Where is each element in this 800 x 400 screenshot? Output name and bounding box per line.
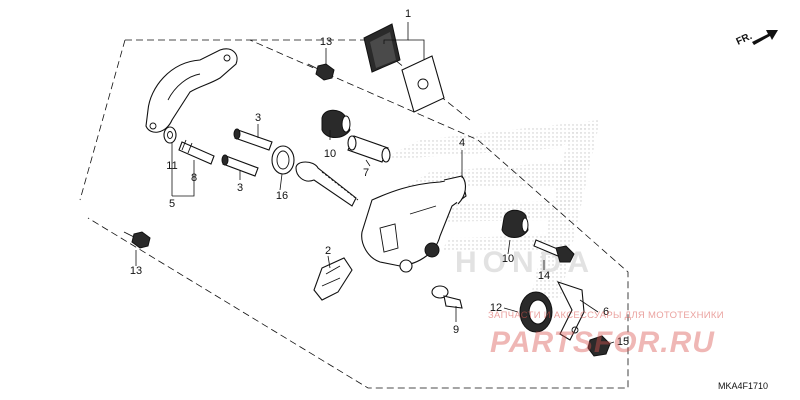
callout-10-right: 10 — [502, 253, 514, 265]
pin-3-upper — [233, 128, 273, 151]
callout-13-bottom: 13 — [130, 265, 142, 277]
roller-12 — [519, 291, 553, 333]
assembly-outline — [79, 39, 629, 389]
boot-10-right — [501, 209, 529, 238]
callout-15: 15 — [617, 336, 629, 348]
boot-10-upper — [321, 109, 351, 138]
pad-spring-2 — [313, 257, 353, 301]
callout-7: 7 — [363, 167, 369, 179]
callout-14: 14 — [538, 270, 550, 282]
brake-pad-set — [363, 23, 445, 113]
watermark-site: PARTSFOR.RU — [490, 326, 715, 359]
watermark-subtitle: ЗАПЧАСТИ И АКСЕССУАРЫ ДЛЯ МОТОТЕХНИКИ — [488, 310, 724, 321]
callout-6: 6 — [603, 306, 609, 318]
front-direction-indicator: FR. — [735, 30, 778, 48]
caliper-bracket — [145, 48, 238, 133]
callout-1: 1 — [405, 8, 411, 20]
slide-pin — [295, 161, 359, 207]
leader-lines — [135, 22, 615, 345]
callout-5: 5 — [169, 198, 175, 210]
caliper-body-4 — [361, 175, 467, 273]
front-label: FR. — [735, 31, 754, 48]
bolt-13-bottom — [123, 231, 151, 249]
site-watermark: ЗАПЧАСТИ И АКСЕССУАРЫ ДЛЯ МОТОТЕХНИКИ PA… — [488, 310, 724, 359]
bracket-6 — [556, 281, 585, 341]
sleeve-7 — [347, 135, 391, 163]
callout-13-top: 13 — [320, 36, 332, 48]
callout-11: 11 — [166, 160, 177, 172]
callout-12: 12 — [490, 302, 502, 314]
callouts: 1 2 3 3 4 5 6 7 8 9 10 10 11 12 13 13 14… — [130, 8, 629, 348]
watermark-brand: HONDA — [455, 246, 595, 279]
bolt-14 — [533, 239, 575, 263]
callout-10-upper: 10 — [324, 148, 336, 160]
pin-3-lower — [221, 154, 259, 177]
diagram-code: MKA4F1710 — [718, 381, 768, 391]
callout-3-upper: 3 — [255, 112, 261, 124]
callout-3-lower: 3 — [237, 182, 243, 194]
nut-15 — [587, 335, 611, 357]
bolt-13-top — [307, 63, 335, 81]
honda-wing-watermark: HONDA — [380, 120, 600, 300]
callout-2: 2 — [325, 245, 331, 257]
bleeder-9 — [431, 285, 463, 309]
callout-4: 4 — [459, 137, 465, 149]
front-arrow-icon — [752, 30, 778, 45]
pin-8 — [178, 139, 215, 165]
washer-11 — [163, 126, 177, 144]
callout-8: 8 — [191, 172, 197, 184]
seal-16 — [271, 145, 295, 175]
callout-9: 9 — [453, 324, 459, 336]
callout-16: 16 — [276, 190, 288, 202]
